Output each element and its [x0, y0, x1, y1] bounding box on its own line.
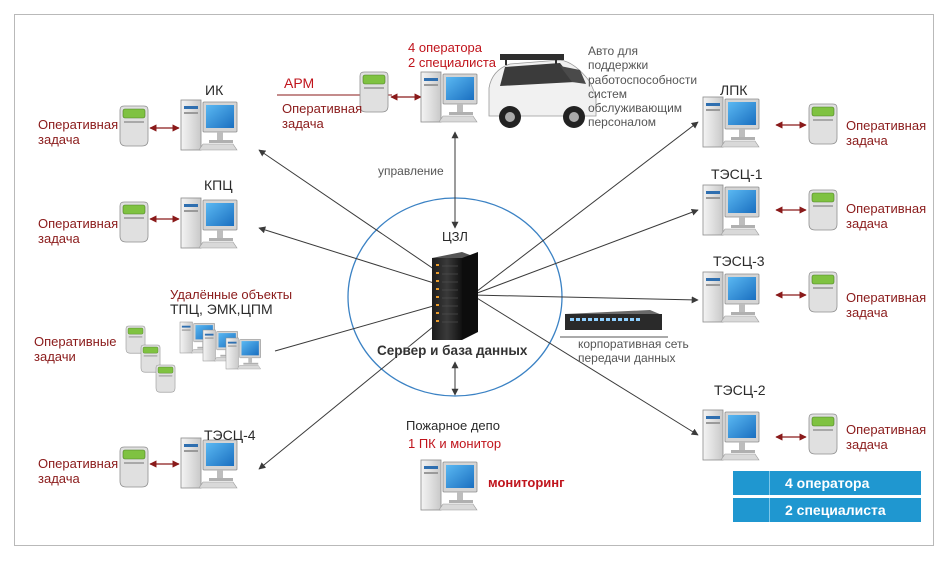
terminal-kpc — [119, 201, 149, 243]
terminal-ik — [119, 105, 149, 147]
legend-operators: 4 оператора — [733, 471, 921, 495]
terminal-lpk — [808, 103, 838, 145]
pc-group-remote — [179, 321, 262, 370]
terminal-tesc2 — [808, 413, 838, 455]
person-icon — [733, 471, 770, 495]
pc-tesc2 — [702, 409, 760, 461]
task-links — [149, 93, 807, 468]
legend-operators-label: 4 оператора — [785, 475, 870, 491]
service-car-icon — [488, 54, 597, 128]
link-tesc3 — [471, 294, 699, 304]
center-label: ЦЗЛ — [442, 229, 468, 244]
node-title-tesc4: ТЭСЦ-4 — [204, 427, 256, 443]
node-title-fire-depot: Пожарное депо — [406, 418, 500, 433]
person-icon — [733, 498, 770, 522]
server-label: Сервер и база данных — [377, 343, 528, 358]
node-title-tesc3: ТЭСЦ-3 — [713, 253, 765, 269]
node-title-tesc2: ТЭСЦ-2 — [714, 382, 766, 398]
legend-specialists: 2 специалиста — [733, 498, 921, 522]
pc-fire-depot — [420, 459, 478, 511]
node-title-ik: ИК — [205, 82, 224, 98]
terminal-arm — [359, 71, 389, 113]
terminal-tesc3 — [808, 271, 838, 313]
pc-lpk — [702, 96, 760, 148]
link-tesc1 — [471, 208, 699, 296]
link-tesc2 — [471, 294, 699, 436]
node-title-remote: Удалённые объекты ТПЦ, ЭМК,ЦПМ — [170, 287, 293, 317]
pc-tesc3 — [702, 271, 760, 323]
network-switch-icon — [565, 310, 662, 330]
node-title-tesc1: ТЭСЦ-1 — [711, 166, 763, 182]
terminal-group-remote — [125, 325, 176, 393]
terminal-tesc1 — [808, 189, 838, 231]
fire-depot-sub: 1 ПК и монитор — [408, 436, 502, 451]
server-rack-icon — [432, 252, 478, 340]
terminal-tesc4 — [119, 446, 149, 488]
node-title-kpc: КПЦ — [204, 177, 233, 193]
arm-title: АРМ — [284, 75, 315, 91]
control-link-label: управление — [378, 164, 444, 178]
link-lpk — [471, 121, 699, 296]
network-links — [258, 121, 699, 470]
pc-tesc1 — [702, 184, 760, 236]
diagram-frame — [14, 14, 934, 546]
pc-tesc4 — [180, 437, 238, 489]
legend-specialists-label: 2 специалиста — [785, 502, 886, 518]
pc-kpc — [180, 197, 238, 249]
pc-arm — [420, 71, 478, 123]
pc-ik — [180, 99, 238, 151]
node-title-lpk: ЛПК — [720, 82, 748, 98]
fire-depot-task: мониторинг — [488, 475, 565, 490]
